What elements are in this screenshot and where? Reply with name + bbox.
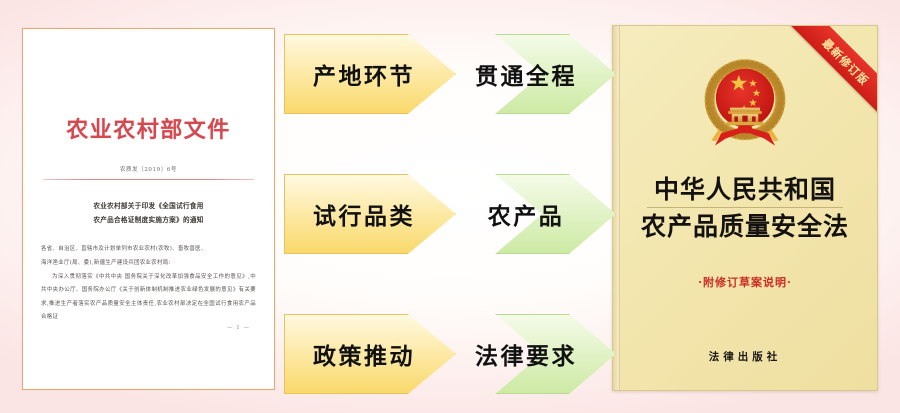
flow-row-1-left-chevron: 产地环节 xyxy=(284,34,456,114)
document-body: 各省、自治区、直辖市及计划单列市农业农村(农牧)、畜牧兽医、 海洋渔业厅(局、委… xyxy=(41,243,256,325)
flow-row-3-right-chevron: 法律要求 xyxy=(448,314,616,394)
document-body-paragraph-1: 为深入贯彻落实《中共中央 国务院关于深化改革加强食品安全工作的意见》,中共中央办… xyxy=(41,274,256,320)
flow-row-3-right-label: 法律要求 xyxy=(475,344,577,370)
flow-row-3-left-label: 政策推动 xyxy=(313,344,415,370)
book-spine xyxy=(613,26,620,390)
book-title-line-1: 中华人民共和国 xyxy=(653,175,836,204)
book-title-divider xyxy=(647,207,843,209)
document-subject-line-2: 农产品合格证制度实施方案》的通知 xyxy=(93,215,204,224)
flow-row-1-right-label: 贯通全程 xyxy=(475,64,577,90)
flow-row-2-left-label: 试行品类 xyxy=(313,204,415,230)
book-publisher: 法律出版社 xyxy=(708,351,782,363)
document-subject-line-1: 农业农村部关于印发《全国试行食用 xyxy=(93,202,204,211)
flow-row-2: 试行品类 农产品 xyxy=(284,174,616,254)
document-subject: 农业农村部关于印发《全国试行食用 农产品合格证制度实施方案》的通知 xyxy=(41,200,256,226)
flow-row-2-left-chevron: 试行品类 xyxy=(284,174,456,254)
book-subtitle: ·附修订草案说明· xyxy=(698,276,792,289)
law-book-cover: 最新修订版 xyxy=(612,25,878,391)
book-title-line-2: 农产品质量安全法 xyxy=(640,212,849,242)
flow-arrows: 产地环节 贯通全程 试行品类 农产品 政策推动 xyxy=(284,0,616,413)
document-body-line-2: 海洋渔业厅(局、委),新疆生产建设兵团农业农村局: xyxy=(41,260,171,266)
book-title: 中华人民共和国 农产品质量安全法 xyxy=(613,174,877,244)
national-emblem-icon xyxy=(692,52,798,158)
document-page-number: — 1 — xyxy=(227,325,250,331)
flow-row-2-right-label: 农产品 xyxy=(487,204,565,230)
document-divider-rule xyxy=(43,179,254,181)
flow-row-3: 政策推动 法律要求 xyxy=(284,314,616,394)
flow-row-1: 产地环节 贯通全程 xyxy=(284,34,616,114)
revision-ribbon-label: 最新修订版 xyxy=(819,36,872,88)
document-title: 农业农村部文件 xyxy=(66,117,231,143)
document-content: 农业农村部文件 农质发〔2019〕6号 农业农村部关于印发《全国试行食用 农产品… xyxy=(23,29,274,389)
flow-row-2-right-chevron: 农产品 xyxy=(448,174,616,254)
official-document-page: 农业农村部文件 农质发〔2019〕6号 农业农村部关于印发《全国试行食用 农产品… xyxy=(22,28,275,390)
flow-row-3-left-chevron: 政策推动 xyxy=(284,314,456,394)
flow-row-1-right-chevron: 贯通全程 xyxy=(448,34,616,114)
flow-row-1-left-label: 产地环节 xyxy=(313,64,415,90)
document-body-line-1: 各省、自治区、直辖市及计划单列市农业农村(农牧)、畜牧兽医、 xyxy=(41,245,207,252)
document-number: 农质发〔2019〕6号 xyxy=(119,167,178,173)
